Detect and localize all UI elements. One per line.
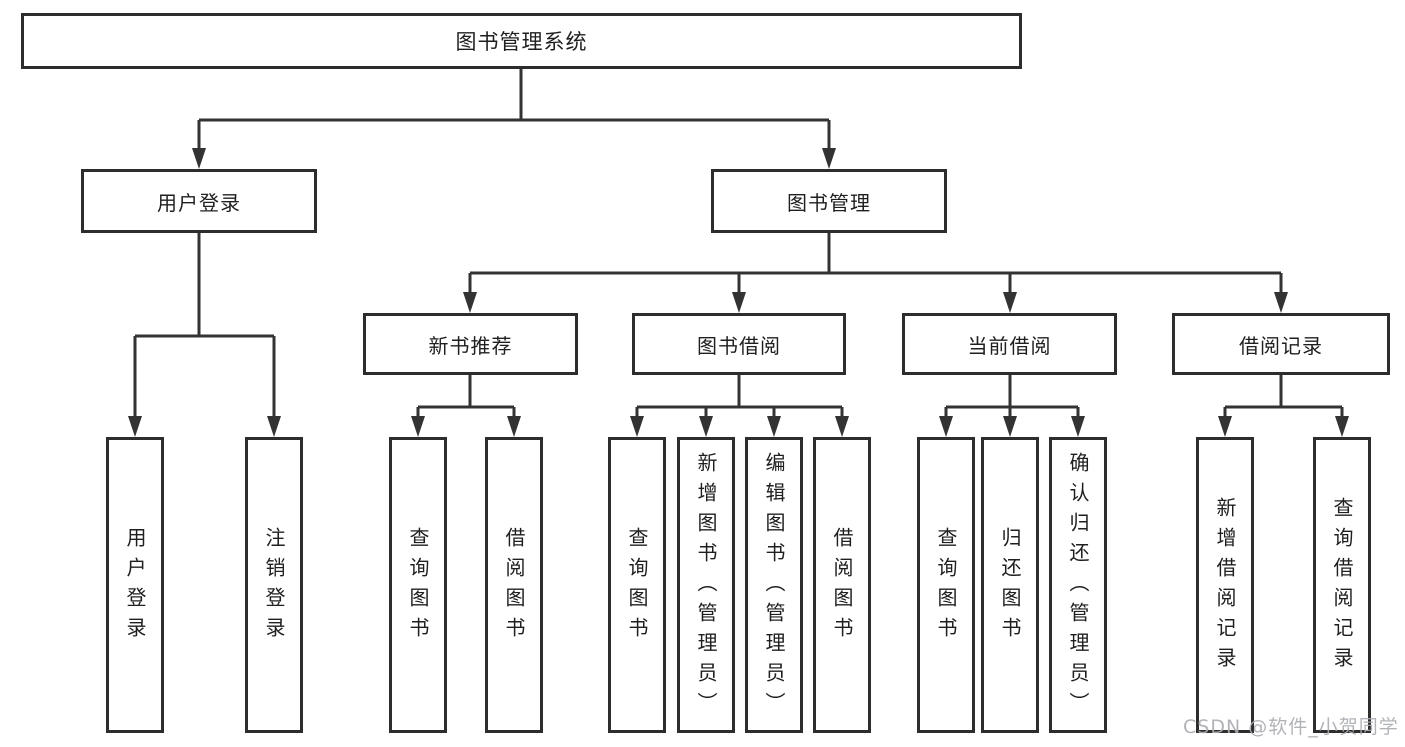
leaf-bb-borrow-book: 借阅图书 xyxy=(813,437,871,733)
arrow-down-icon xyxy=(699,416,713,437)
leaf-bb-query-book: 查询图书 xyxy=(608,437,666,733)
arrow-down-icon xyxy=(822,148,836,169)
watermark: CSDN @软件_小贺同学 xyxy=(1183,716,1399,738)
leaf-br-add-record: 新增借阅记录 xyxy=(1196,437,1254,733)
node-book-borrow: 图书借阅 xyxy=(632,313,846,375)
leaf-nbr-borrow-book: 借阅图书 xyxy=(485,437,543,733)
connector-root xyxy=(197,69,831,151)
connector-book-management xyxy=(468,233,1283,295)
arrow-down-icon xyxy=(939,416,953,437)
arrow-down-icon xyxy=(128,416,142,437)
leaf-cb-return-book: 归还图书 xyxy=(981,437,1039,733)
leaf-cb-query-book: 查询图书 xyxy=(917,437,975,733)
connector-user-login xyxy=(133,233,276,419)
arrow-down-icon xyxy=(267,416,281,437)
arrow-down-icon xyxy=(1274,292,1288,313)
node-user-login: 用户登录 xyxy=(81,169,317,233)
arrow-down-icon xyxy=(411,416,425,437)
arrow-down-icon xyxy=(1218,416,1232,437)
arrow-down-icon xyxy=(767,416,781,437)
node-new-book-recommend: 新书推荐 xyxy=(363,313,578,375)
arrow-down-icon xyxy=(732,292,746,313)
node-current-borrow: 当前借阅 xyxy=(902,313,1117,375)
connector-book-borrow xyxy=(635,375,844,419)
leaf-logout: 注销登录 xyxy=(245,437,303,733)
node-book-management: 图书管理 xyxy=(711,169,947,233)
leaf-bb-add-book-admin: 新增图书（管理员） xyxy=(677,437,735,733)
arrow-down-icon xyxy=(192,148,206,169)
leaf-br-query-record: 查询借阅记录 xyxy=(1313,437,1371,733)
connector-current-borrow xyxy=(944,375,1080,419)
arrow-down-icon xyxy=(463,292,477,313)
arrow-down-icon xyxy=(1335,416,1349,437)
connector-new-book-recommend xyxy=(416,375,516,419)
arrow-down-icon xyxy=(1003,416,1017,437)
arrow-down-icon xyxy=(835,416,849,437)
leaf-nbr-query-book: 查询图书 xyxy=(389,437,447,733)
arrow-down-icon xyxy=(1071,416,1085,437)
node-borrow-record: 借阅记录 xyxy=(1172,313,1390,375)
leaf-bb-edit-book-admin: 编辑图书（管理员） xyxy=(745,437,803,733)
connector-borrow-record xyxy=(1223,375,1344,419)
node-root: 图书管理系统 xyxy=(21,13,1022,69)
arrow-down-icon xyxy=(630,416,644,437)
leaf-user-login: 用户登录 xyxy=(106,437,164,733)
arrow-down-icon xyxy=(507,416,521,437)
leaf-cb-confirm-return-admin: 确认归还（管理员） xyxy=(1049,437,1107,733)
arrow-down-icon xyxy=(1003,292,1017,313)
